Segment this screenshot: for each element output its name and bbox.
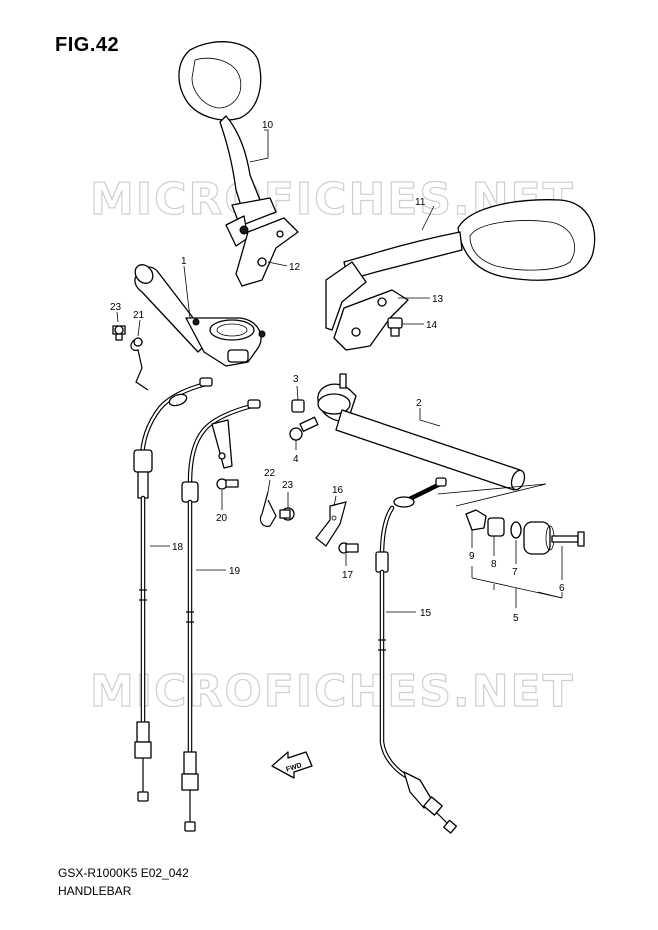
callout-13: 13 (432, 294, 444, 305)
callout-2: 2 (416, 398, 422, 409)
part-18-throttle-cable[interactable] (133, 377, 213, 802)
callout-23-a: 23 (110, 302, 122, 313)
part-9-nut[interactable] (465, 509, 487, 531)
part-11-right-mirror[interactable] (325, 199, 596, 331)
callout-12: 12 (289, 262, 301, 273)
callout-9: 9 (469, 551, 475, 562)
part-15-clutch-cable[interactable] (375, 477, 458, 834)
callout-22: 22 (264, 468, 276, 479)
callout-5: 5 (513, 613, 519, 624)
callout-4: 4 (293, 454, 299, 465)
part-23-screw-b[interactable] (279, 507, 295, 521)
callout-8: 8 (491, 559, 497, 570)
part-21-clip[interactable] (130, 337, 149, 391)
part-19-throttle-cable[interactable] (181, 399, 261, 832)
figure-title: FIG.42 (55, 34, 120, 56)
part-4-bolt[interactable] (289, 416, 319, 441)
callout-1: 1 (181, 256, 187, 267)
callout-6: 6 (559, 583, 565, 594)
part-10-left-mirror[interactable] (178, 41, 277, 247)
callout-16: 16 (332, 485, 344, 496)
part-5-bar-end-weight[interactable] (523, 521, 555, 555)
callout-15: 15 (420, 608, 432, 619)
footer-model-code: GSX-R1000K5 E02_042 (58, 866, 189, 880)
part-1-throttle-grip[interactable] (132, 261, 266, 367)
part-12-mirror-bracket-left[interactable] (235, 217, 299, 287)
part-17-screw[interactable] (338, 542, 359, 554)
part-13-mirror-bracket-right[interactable] (333, 289, 409, 351)
callout-10: 10 (262, 120, 274, 131)
callout-11: 11 (415, 197, 426, 208)
callout-3: 3 (293, 374, 299, 385)
part-20-screw[interactable] (216, 478, 239, 490)
part-7-washer[interactable] (510, 521, 522, 539)
watermark-bottom: MICROFICHES.NET (90, 666, 575, 717)
part-23-screw-a[interactable] (112, 325, 126, 341)
callout-23-b: 23 (282, 480, 294, 491)
part-6-bolt[interactable] (551, 531, 585, 547)
callout-14: 14 (426, 320, 438, 331)
callout-19: 19 (229, 566, 241, 577)
part-8-spacer[interactable] (487, 517, 505, 537)
callout-20: 20 (216, 513, 228, 524)
part-14-bolt[interactable] (387, 317, 403, 337)
part-3-collar[interactable] (291, 399, 305, 413)
leader-lines (116, 129, 563, 613)
part-2-handlebar[interactable] (317, 373, 527, 491)
callout-7: 7 (512, 567, 518, 578)
forward-direction-arrow: FWD (271, 751, 313, 779)
part-22-clip[interactable] (259, 491, 277, 527)
fwd-label: FWD (285, 762, 302, 774)
footer-figure-name: HANDLEBAR (58, 884, 132, 898)
callout-18: 18 (172, 542, 184, 553)
callout-17: 17 (342, 570, 354, 581)
callout-21: 21 (133, 310, 145, 321)
part-16-clamp[interactable] (315, 501, 347, 547)
assembly-bracket-5 (471, 566, 563, 608)
